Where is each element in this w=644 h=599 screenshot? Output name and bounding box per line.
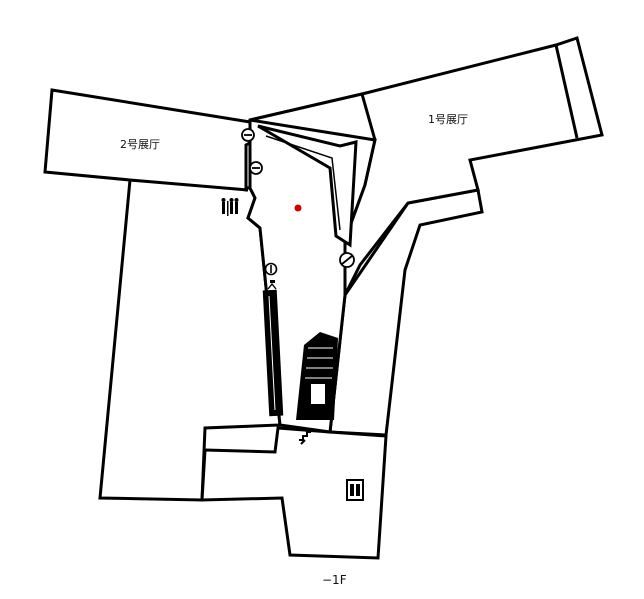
stairs-right[interactable] xyxy=(296,332,338,420)
info-icon[interactable] xyxy=(264,262,278,276)
location-marker-icon xyxy=(294,204,302,212)
no-entry-icon xyxy=(339,252,355,268)
floor-label: −1F xyxy=(322,573,347,587)
hall-1-label: 1号展厅 xyxy=(428,113,468,126)
no-entry-icon xyxy=(249,161,263,175)
escalator-left[interactable] xyxy=(262,289,284,417)
hall-1-outline xyxy=(249,36,604,296)
escalator-icon xyxy=(267,280,277,290)
hall-1-inner-column xyxy=(554,44,579,139)
hall-1-inner-wall xyxy=(360,93,377,141)
hall-2-label: 2号展厅 xyxy=(120,138,160,151)
stairs-icon xyxy=(299,431,311,445)
central-partition xyxy=(257,124,358,248)
bottom-wing-outline xyxy=(200,426,388,560)
restroom-icon[interactable] xyxy=(221,198,239,216)
elevator-icon[interactable] xyxy=(346,479,364,501)
no-entry-icon xyxy=(241,128,255,142)
central-partition-inner-line xyxy=(265,135,341,231)
